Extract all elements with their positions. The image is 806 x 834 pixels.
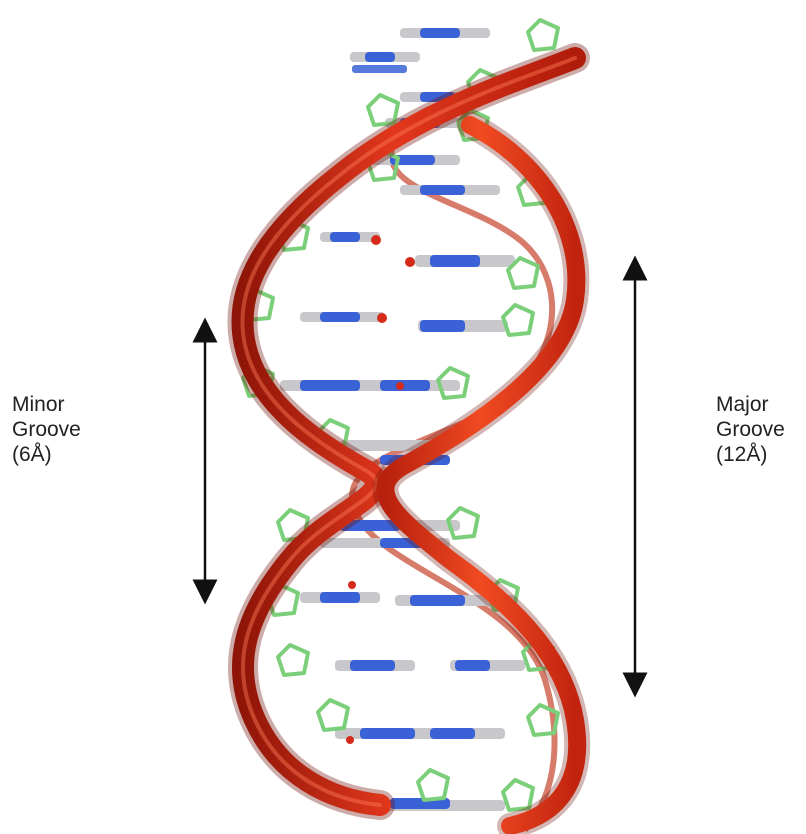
minor-groove-label-line3: (6Å) [12, 442, 81, 467]
minor-groove-label: Minor Groove (6Å) [12, 392, 81, 467]
base-pair [370, 155, 500, 195]
sugar-ring [418, 770, 448, 800]
base-pair [335, 660, 525, 671]
sugar-ring [318, 700, 348, 730]
major-groove-label-line3: (12Å) [716, 442, 785, 467]
base-pair [335, 728, 505, 744]
sugar-ring [278, 645, 308, 675]
minor-groove-label-line1: Minor [12, 392, 81, 417]
sugar-ring [503, 305, 533, 335]
base-pair [350, 28, 490, 73]
major-groove-label: Major Groove (12Å) [716, 392, 785, 467]
base-pair [320, 232, 515, 267]
sugar-ring [503, 780, 533, 810]
sugar-ring [528, 20, 558, 50]
major-groove-label-line2: Groove [716, 417, 785, 442]
minor-groove-label-line2: Groove [12, 417, 81, 442]
major-groove-label-line1: Major [716, 392, 785, 417]
second-backbone-strand [385, 125, 577, 826]
base-pair [280, 380, 460, 391]
base-pair [300, 312, 508, 332]
